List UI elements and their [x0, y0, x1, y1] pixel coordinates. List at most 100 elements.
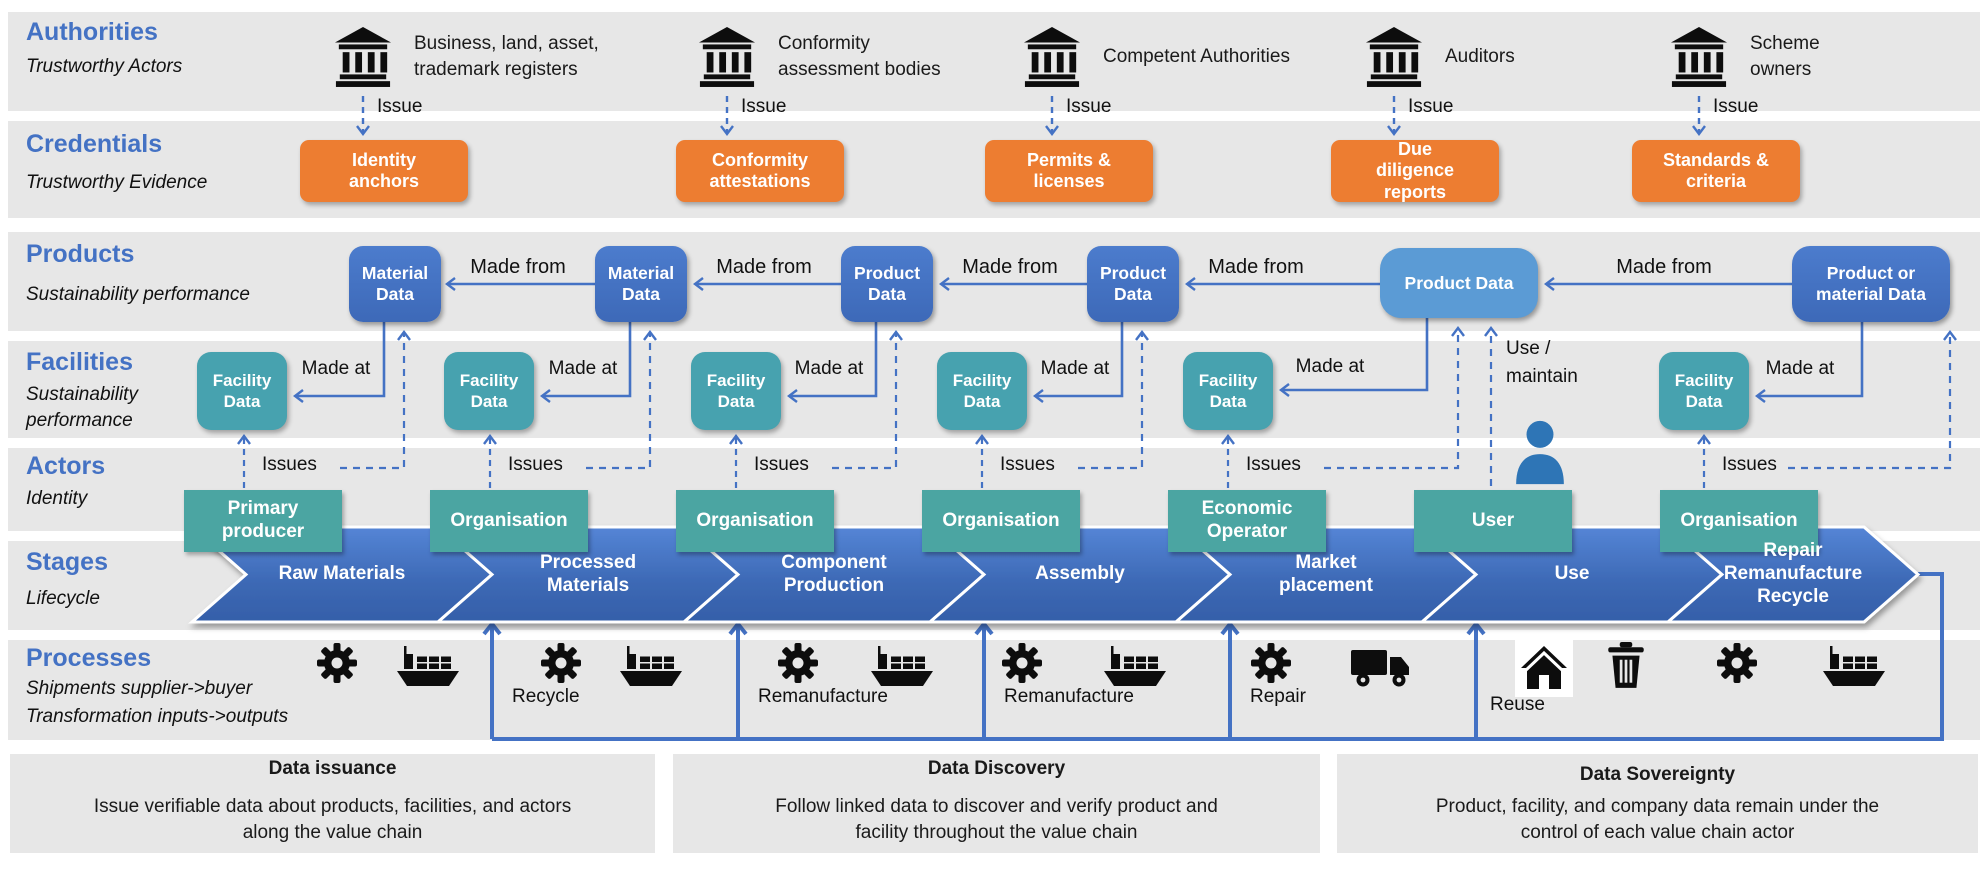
made-from-label: Made from — [962, 256, 1058, 278]
row-subtitle-products: Sustainability performance — [26, 284, 250, 305]
stage-label: Repair Remanufacture Recycle — [1723, 540, 1863, 607]
made-at-label: Made at — [301, 358, 371, 379]
trash-icon — [1608, 642, 1644, 688]
ship-icon — [871, 646, 933, 686]
footer-text: control of each value chain actor — [1520, 822, 1795, 843]
footer-text: facility throughout the value chain — [855, 822, 1138, 843]
footer-text: Issue verifiable data about products, fa… — [93, 796, 572, 817]
process-label: Reuse — [1490, 694, 1545, 715]
facility-data-box: Facility Data — [691, 352, 781, 430]
product-data-box: Product Data — [1380, 248, 1538, 318]
made-at-label: Made at — [1295, 356, 1365, 377]
material-data-box: Material Data — [595, 246, 687, 322]
made-from-label: Made from — [470, 256, 566, 278]
issue-label: Issue — [377, 96, 423, 117]
made-at-label: Made at — [794, 358, 864, 379]
actor-box: Organisation — [922, 490, 1080, 552]
ship-icon — [620, 646, 682, 686]
ship-icon — [1823, 646, 1885, 686]
actor-box: Organisation — [1660, 490, 1818, 552]
facility-data-box: Facility Data — [937, 352, 1027, 430]
authority-label: Competent Authorities — [1103, 46, 1290, 68]
credential-box: Due diligence reports — [1331, 139, 1499, 202]
issue-label: Issue — [741, 96, 787, 117]
use-maintain-label: maintain — [1506, 366, 1578, 387]
issue-label: Issue — [1408, 96, 1454, 117]
person-icon — [1516, 420, 1564, 485]
row-title-processes: Processes — [26, 644, 152, 672]
gear-icon — [1002, 643, 1042, 683]
data-sovereignty-box — [1337, 754, 1978, 853]
bank-icon — [334, 27, 392, 87]
stage-label: Assembly — [1035, 563, 1125, 585]
facility-data-box: Facility Data — [444, 352, 534, 430]
stage-label: Raw Materials — [278, 563, 406, 585]
issues-label: Issues — [1722, 454, 1777, 475]
stage-label: Use — [1554, 563, 1590, 585]
stage-label: Market placement — [1279, 551, 1373, 596]
made-at-label: Made at — [1765, 358, 1835, 379]
data-discovery-box — [673, 754, 1320, 853]
footer-text: Product, facility, and company data rema… — [1435, 796, 1880, 817]
gear-icon — [778, 643, 818, 683]
actor-box: User — [1414, 490, 1572, 552]
row-title-actors: Actors — [26, 452, 106, 480]
issues-label: Issues — [754, 454, 809, 475]
issues-label: Issues — [508, 454, 563, 475]
stage-label: Processed Materials — [539, 551, 637, 596]
issue-label: Issue — [1713, 96, 1759, 117]
gear-icon — [1717, 643, 1757, 683]
ship-icon — [1104, 646, 1166, 686]
product-or-material-data-box: Product or material Data — [1792, 246, 1950, 322]
gear-icon — [317, 643, 357, 683]
gear-icon — [541, 643, 581, 683]
row-subtitle-credentials: Trustworthy Evidence — [26, 172, 208, 193]
process-label: Recycle — [512, 686, 580, 707]
made-at-label: Made at — [548, 358, 618, 379]
row-subtitle-stages: Lifecycle — [26, 588, 100, 609]
row-subtitle-processes-2: Transformation inputs->outputs — [26, 706, 289, 727]
data-issuance-box — [10, 754, 655, 853]
bank-icon — [1023, 27, 1081, 87]
row-subtitle-actors: Identity — [26, 488, 88, 509]
truck-icon — [1351, 650, 1409, 687]
credential-box: Identity anchors — [300, 140, 468, 202]
made-from-label: Made from — [1616, 256, 1712, 278]
row-subtitle-facilities: Sustainability performance — [26, 384, 138, 431]
actor-box: Primary producer — [184, 490, 342, 552]
footer-title: Data Discovery — [927, 758, 1066, 779]
footer-text: Follow linked data to discover and verif… — [775, 796, 1218, 817]
credential-box: Permits & licenses — [985, 140, 1153, 202]
row-title-facilities: Facilities — [26, 348, 133, 376]
facility-data-box: Facility Data — [197, 352, 287, 430]
processes-band — [8, 640, 1980, 740]
facility-data-box: Facility Data — [1659, 352, 1749, 430]
gear-icon — [1251, 643, 1291, 683]
issues-label: Issues — [262, 454, 317, 475]
material-data-box: Material Data — [349, 246, 441, 322]
products-band — [8, 232, 1980, 331]
issue-label: Issue — [1066, 96, 1112, 117]
authorities-band — [8, 12, 1980, 111]
actor-box: Organisation — [676, 490, 834, 552]
authority-label: Business, land, asset,trademark register… — [414, 33, 599, 80]
house-icon — [1521, 646, 1567, 689]
footer-text: along the value chain — [242, 822, 423, 843]
footer-title: Data issuance — [268, 758, 397, 779]
bank-icon — [1670, 27, 1728, 87]
row-title-stages: Stages — [26, 548, 108, 576]
row-title-products: Products — [26, 240, 135, 268]
issues-label: Issues — [1246, 454, 1301, 475]
bank-icon — [1365, 27, 1423, 87]
ship-icon — [397, 646, 459, 686]
process-label: Remanufacture — [1004, 686, 1134, 707]
authority-label: Auditors — [1445, 46, 1515, 68]
made-at-label: Made at — [1040, 358, 1110, 379]
row-title-authorities: Authorities — [26, 18, 158, 46]
row-subtitle-processes-1: Shipments supplier->buyer — [26, 678, 253, 699]
actor-box: Organisation — [430, 490, 588, 552]
row-subtitle-authorities: Trustworthy Actors — [26, 56, 183, 77]
